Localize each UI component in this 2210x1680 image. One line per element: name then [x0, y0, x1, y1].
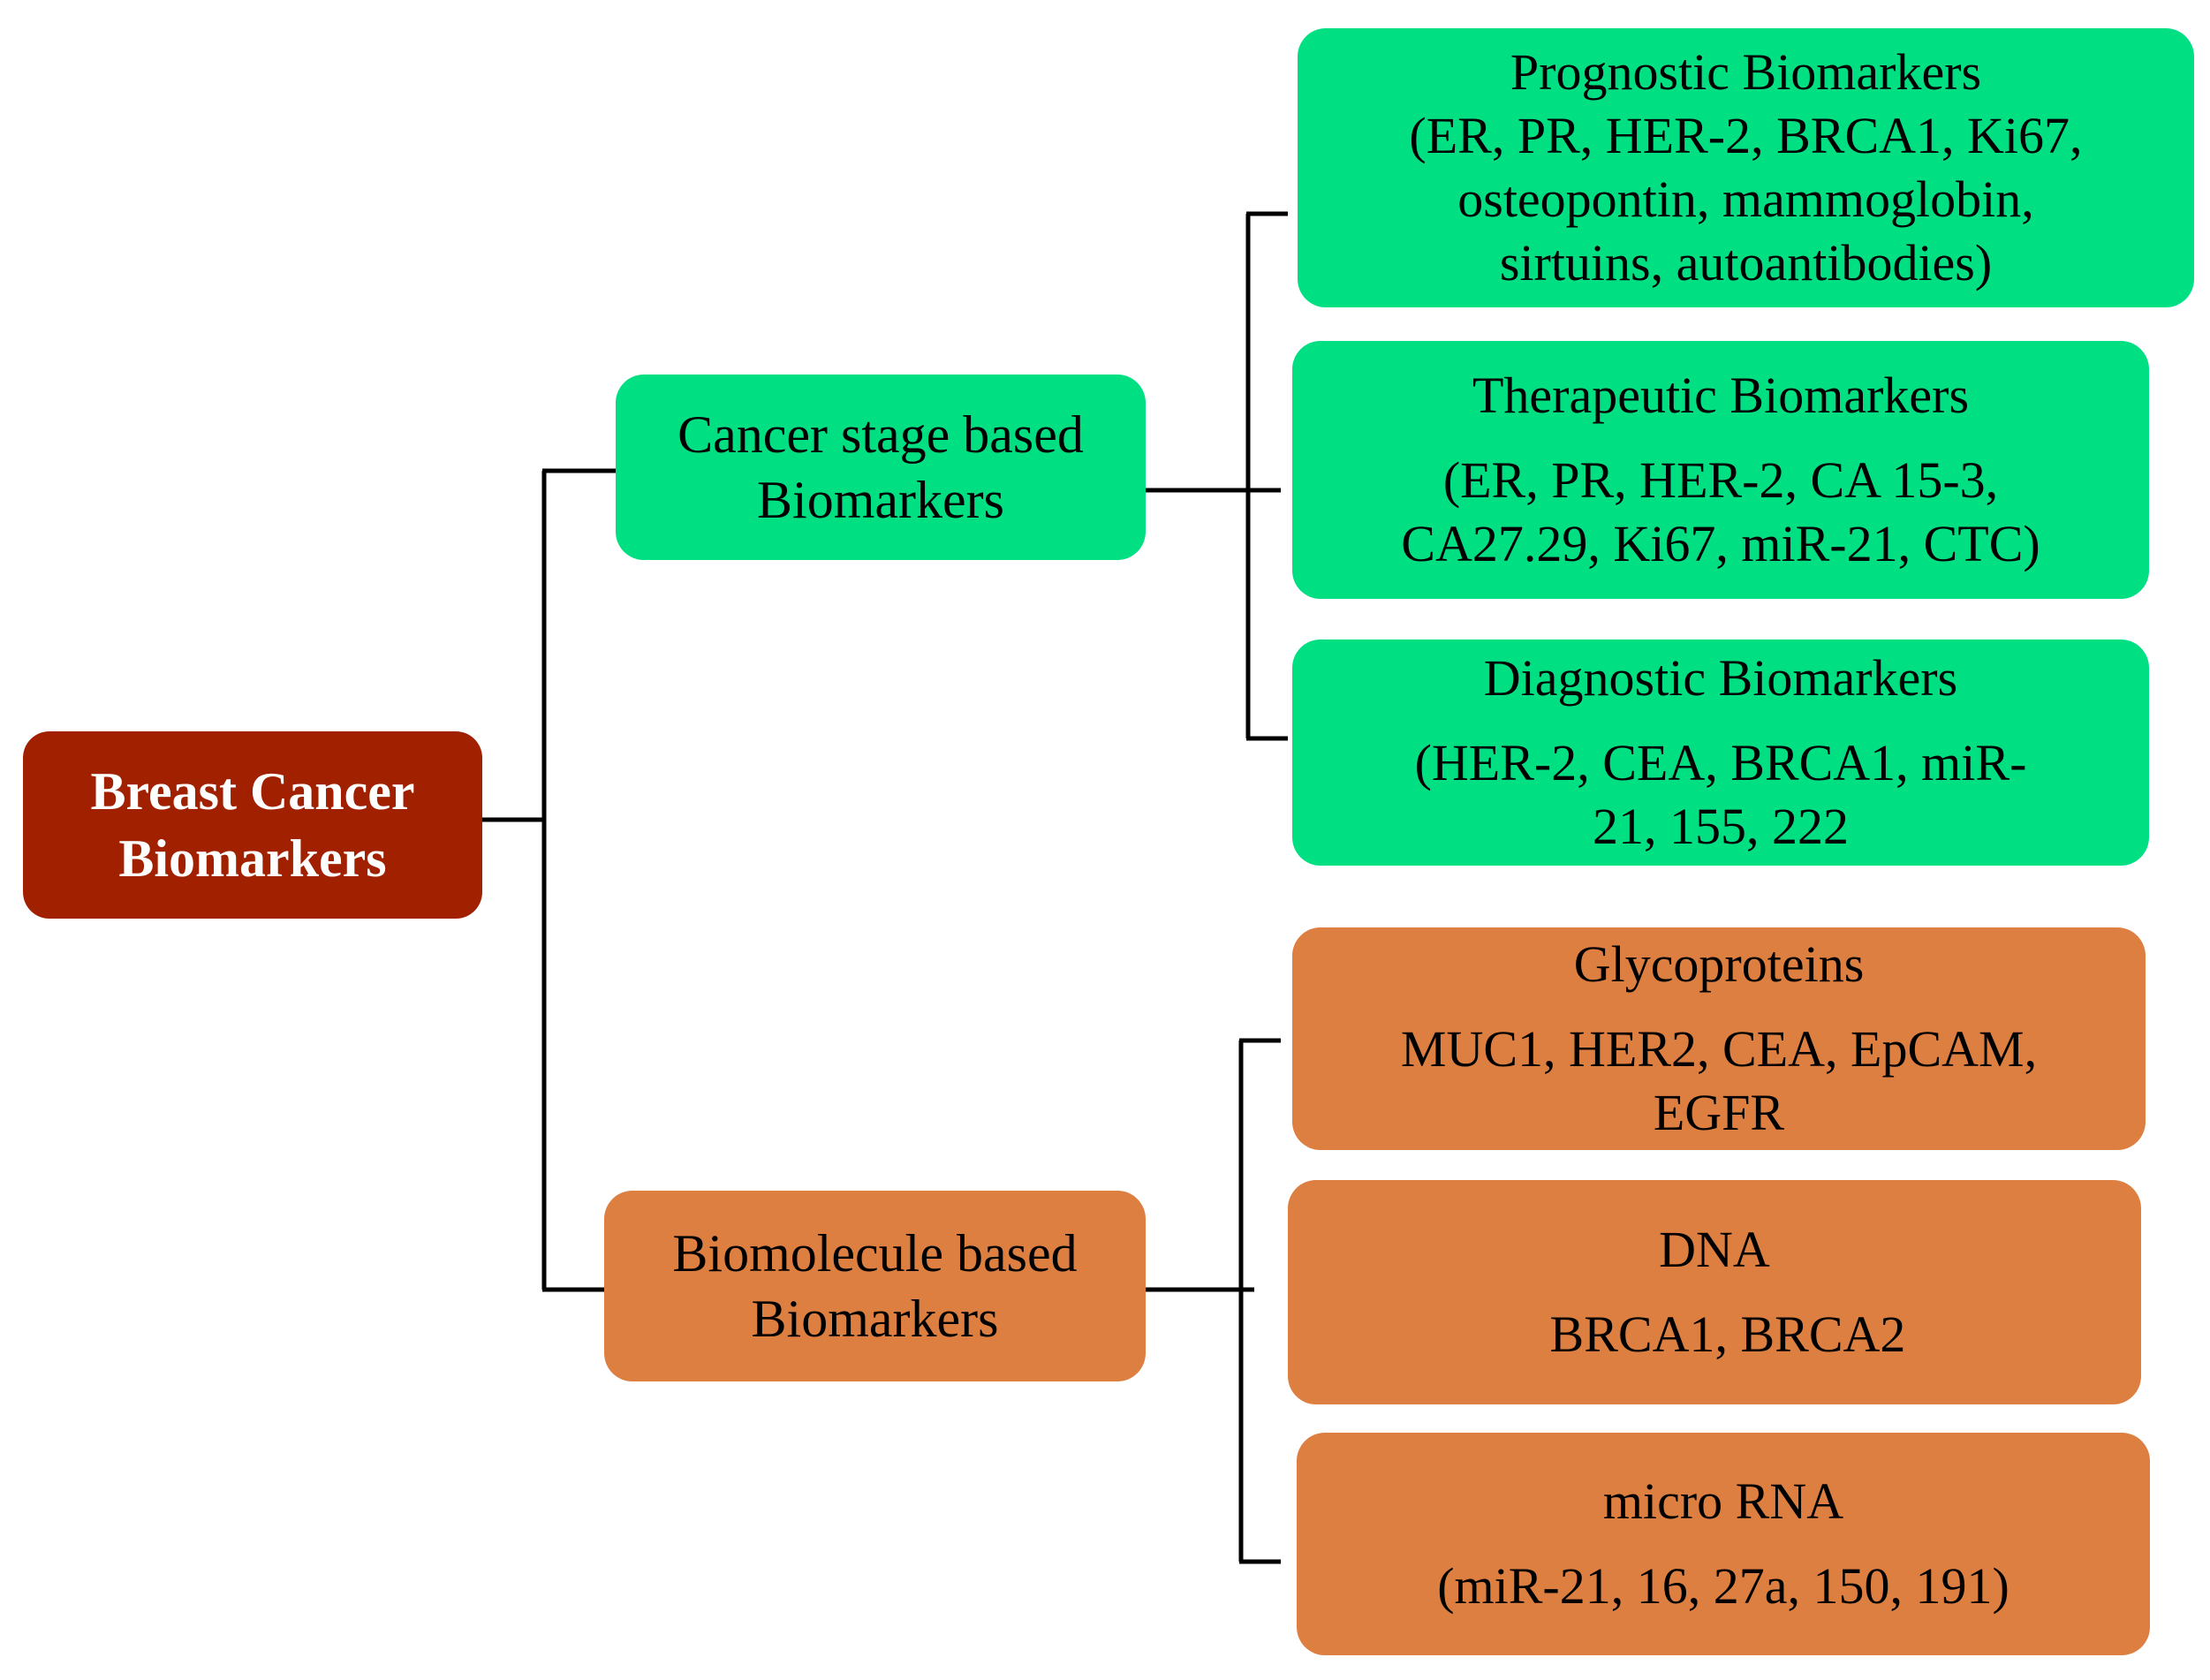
leaf-title: micro RNA — [1602, 1472, 1844, 1530]
branch-label-line-1: Cancer stage based — [677, 405, 1084, 464]
root-label-line-2: Biomarkers — [118, 829, 387, 888]
root-node-breast-cancer-biomarkers: Breast Cancer Biomarkers — [23, 731, 482, 919]
leaf-items-line: CA27.29, Ki67, miR-21, CTC) — [1401, 515, 2040, 572]
branch-label-line-1: Biomolecule based — [672, 1224, 1078, 1283]
leaf-items-line: sirtuins, autoantibodies) — [1499, 234, 1993, 291]
leaf-node-therapeutic: Therapeutic Biomarkers (ER, PR, HER-2, C… — [1292, 341, 2149, 599]
leaf-node-diagnostic: Diagnostic Biomarkers (HER-2, CEA, BRCA1… — [1292, 639, 2149, 866]
leaf-items-line: BRCA1, BRCA2 — [1549, 1305, 1906, 1363]
leaf-items-line: (miR-21, 16, 27a, 150, 191) — [1437, 1557, 2009, 1615]
branch-label-line-2: Biomarkers — [757, 471, 1004, 529]
branch-node-biomolecule: Biomolecule based Biomarkers — [604, 1191, 1146, 1381]
leaf-items-line: EGFR — [1653, 1084, 1785, 1141]
leaf-items-line: 21, 155, 222 — [1593, 798, 1849, 855]
branch-label-line-2: Biomarkers — [751, 1290, 999, 1348]
leaf-node-prognostic: Prognostic Biomarkers (ER, PR, HER-2, BR… — [1298, 28, 2194, 307]
leaf-title: Prognostic Biomarkers — [1510, 43, 1982, 101]
leaf-node-micro-rna: micro RNA (miR-21, 16, 27a, 150, 191) — [1297, 1433, 2150, 1655]
leaf-items-line: osteopontin, mammoglobin, — [1457, 170, 2034, 228]
leaf-title: DNA — [1659, 1221, 1770, 1278]
leaf-items-line: MUC1, HER2, CEA, EpCAM, — [1400, 1020, 2038, 1078]
leaf-node-glycoproteins: Glycoproteins MUC1, HER2, CEA, EpCAM, EG… — [1292, 927, 2146, 1150]
leaf-items-line: (ER, PR, HER-2, CA 15-3, — [1442, 451, 1999, 509]
leaf-title: Glycoproteins — [1573, 935, 1865, 993]
leaf-title: Therapeutic Biomarkers — [1472, 367, 1970, 424]
leaf-items-line: (ER, PR, HER-2, BRCA1, Ki67, — [1409, 107, 2083, 164]
leaf-title: Diagnostic Biomarkers — [1483, 649, 1958, 707]
root-label-line-1: Breast Cancer — [90, 762, 415, 821]
leaf-items-line: (HER-2, CEA, BRCA1, miR- — [1414, 734, 2027, 791]
leaf-node-dna: DNA BRCA1, BRCA2 — [1288, 1180, 2141, 1404]
branch-node-cancer-stage: Cancer stage based Biomarkers — [616, 375, 1146, 560]
